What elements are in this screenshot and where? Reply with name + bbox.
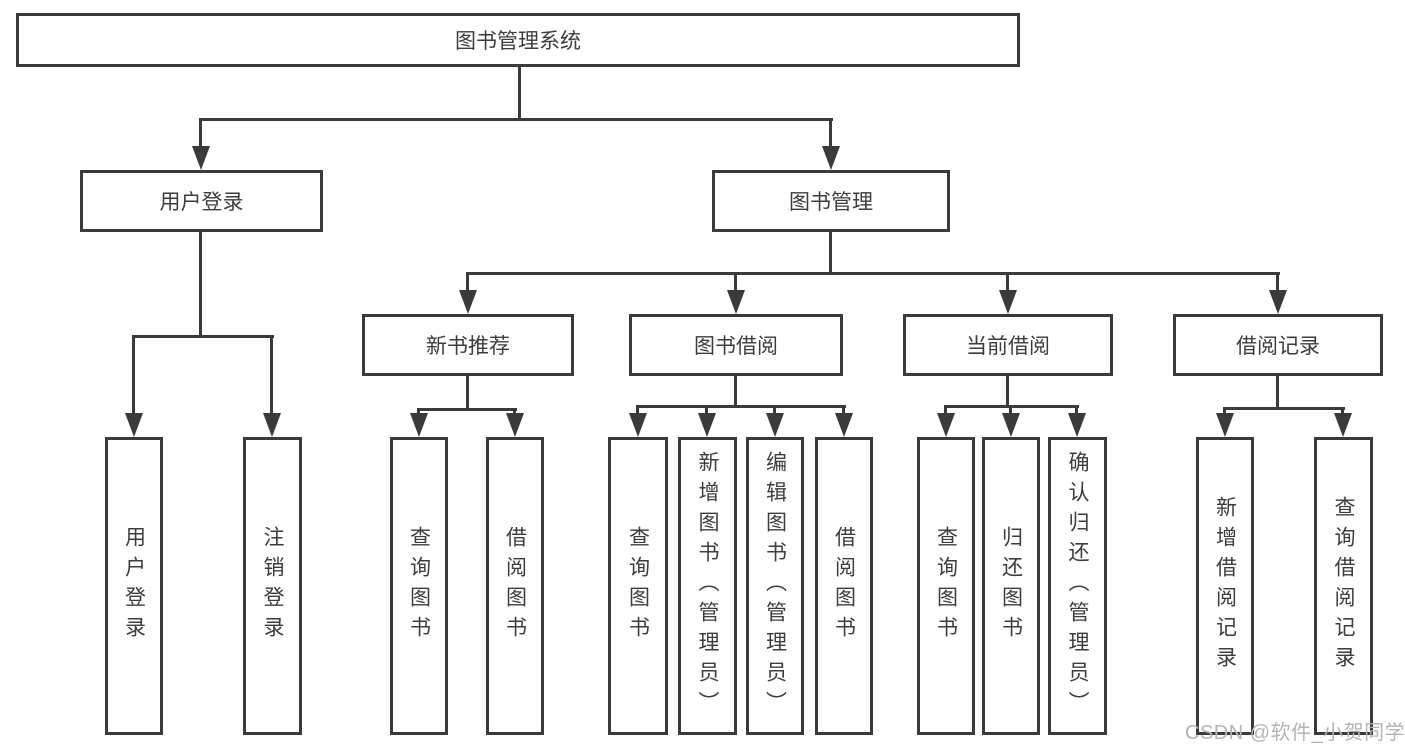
leaf-cb-confirm-return-admin-label: 确认归还（管理员）: [1066, 451, 1090, 721]
connector-leaf-drop: [132, 335, 135, 415]
connector-level3-drop: [466, 272, 469, 292]
leaf-user-login-label: 用户登录: [122, 526, 146, 646]
connector-leaf-drop: [417, 408, 420, 416]
arrowhead-down-icon: [835, 413, 853, 437]
arrowhead-down-icon: [1216, 413, 1234, 437]
connector-user-login-rail: [132, 335, 274, 338]
leaf-bb-query-books-label: 查询图书: [626, 526, 650, 646]
arrowhead-down-icon: [192, 146, 210, 170]
connector-level3-rail: [466, 272, 1280, 275]
connector-level3-drop: [734, 272, 737, 292]
node-book-management-label: 图书管理: [789, 191, 873, 214]
node-current-borrowing: 当前借阅: [903, 314, 1113, 376]
connector-bb-rail: [636, 405, 846, 408]
leaf-nbr-borrow-books-label: 借阅图书: [503, 526, 527, 646]
arrowhead-down-icon: [822, 146, 840, 170]
leaf-logout-label: 注销登录: [261, 526, 285, 646]
connector-level3-drop: [1006, 272, 1009, 292]
leaf-br-add-record: 新增借阅记录: [1196, 437, 1254, 735]
leaf-bb-add-books-admin-label: 新增图书（管理员）: [696, 451, 720, 721]
connector-book-mgmt-drop: [829, 118, 832, 150]
leaf-bb-query-books: 查询图书: [608, 437, 668, 735]
connector-user-login-stem: [199, 232, 202, 337]
arrowhead-down-icon: [698, 413, 716, 437]
connector-leaf-drop: [1223, 407, 1226, 415]
arrowhead-down-icon: [1002, 413, 1020, 437]
leaf-cb-return-books: 归还图书: [982, 437, 1040, 735]
leaf-nbr-query-books: 查询图书: [390, 437, 448, 735]
leaf-bb-add-books-admin: 新增图书（管理员）: [678, 437, 737, 735]
leaf-br-query-record-label: 查询借阅记录: [1332, 496, 1356, 676]
connector-user-login-drop: [199, 118, 202, 150]
leaf-user-login: 用户登录: [105, 437, 163, 735]
node-current-borrowing-label: 当前借阅: [966, 335, 1050, 358]
arrowhead-down-icon: [999, 290, 1017, 314]
connector-level2-rail: [200, 118, 833, 121]
node-book-management: 图书管理: [712, 170, 950, 232]
connector-leaf-drop: [270, 335, 273, 415]
connector-leaf-drop: [636, 405, 639, 415]
connector-cb-stem: [1006, 376, 1009, 407]
arrowhead-down-icon: [629, 413, 647, 437]
arrowhead-down-icon: [1068, 413, 1086, 437]
node-new-book-recommend: 新书推荐: [362, 314, 574, 376]
node-borrowing-records: 借阅记录: [1173, 314, 1383, 376]
node-library-system: 图书管理系统: [16, 13, 1020, 67]
connector-nbr-rail: [417, 408, 517, 411]
leaf-bb-borrow-books: 借阅图书: [815, 437, 873, 735]
arrowhead-down-icon: [506, 413, 524, 437]
leaf-nbr-borrow-books: 借阅图书: [486, 437, 544, 735]
arrowhead-down-icon: [459, 290, 477, 314]
leaf-cb-query-books: 查询图书: [917, 437, 975, 735]
leaf-nbr-query-books-label: 查询图书: [407, 526, 431, 646]
node-book-borrowing: 图书借阅: [629, 314, 843, 376]
arrowhead-down-icon: [1334, 413, 1352, 437]
csdn-watermark: CSDN @软件_小贺同学: [1185, 722, 1405, 744]
connector-leaf-drop: [944, 405, 947, 415]
node-user-login: 用户登录: [80, 170, 323, 232]
arrowhead-down-icon: [263, 413, 281, 437]
connector-level3-drop: [1276, 272, 1279, 292]
leaf-cb-query-books-label: 查询图书: [934, 526, 958, 646]
arrowhead-down-icon: [1269, 290, 1287, 314]
arrowhead-down-icon: [125, 413, 143, 437]
connector-leaf-drop: [773, 405, 776, 415]
connector-root-stem: [518, 67, 521, 120]
connector-nbr-stem: [466, 376, 469, 410]
node-book-borrowing-label: 图书借阅: [694, 335, 778, 358]
connector-leaf-drop: [705, 405, 708, 415]
leaf-bb-borrow-books-label: 借阅图书: [832, 526, 856, 646]
node-user-login-label: 用户登录: [159, 191, 244, 214]
arrowhead-down-icon: [766, 413, 784, 437]
connector-book-mgmt-stem: [829, 232, 832, 274]
node-new-book-recommend-label: 新书推荐: [426, 335, 510, 358]
connector-leaf-drop: [842, 405, 845, 415]
arrowhead-down-icon: [937, 413, 955, 437]
connector-br-rail: [1223, 407, 1345, 410]
connector-leaf-drop: [1075, 405, 1078, 415]
connector-br-stem: [1276, 376, 1279, 409]
node-library-system-label: 图书管理系统: [455, 30, 581, 53]
leaf-logout: 注销登录: [243, 437, 302, 735]
leaf-br-add-record-label: 新增借阅记录: [1213, 496, 1237, 676]
connector-leaf-drop: [513, 408, 516, 416]
arrowhead-down-icon: [410, 413, 428, 437]
leaf-bb-edit-books-admin: 编辑图书（管理员）: [746, 437, 804, 735]
connector-leaf-drop: [1341, 407, 1344, 415]
leaf-bb-edit-books-admin-label: 编辑图书（管理员）: [763, 451, 787, 721]
leaf-cb-return-books-label: 归还图书: [999, 526, 1023, 646]
arrowhead-down-icon: [727, 290, 745, 314]
connector-leaf-drop: [1009, 405, 1012, 415]
leaf-cb-confirm-return-admin: 确认归还（管理员）: [1048, 437, 1107, 735]
node-borrowing-records-label: 借阅记录: [1236, 335, 1320, 358]
leaf-br-query-record: 查询借阅记录: [1314, 437, 1373, 735]
connector-bb-stem: [734, 376, 737, 407]
